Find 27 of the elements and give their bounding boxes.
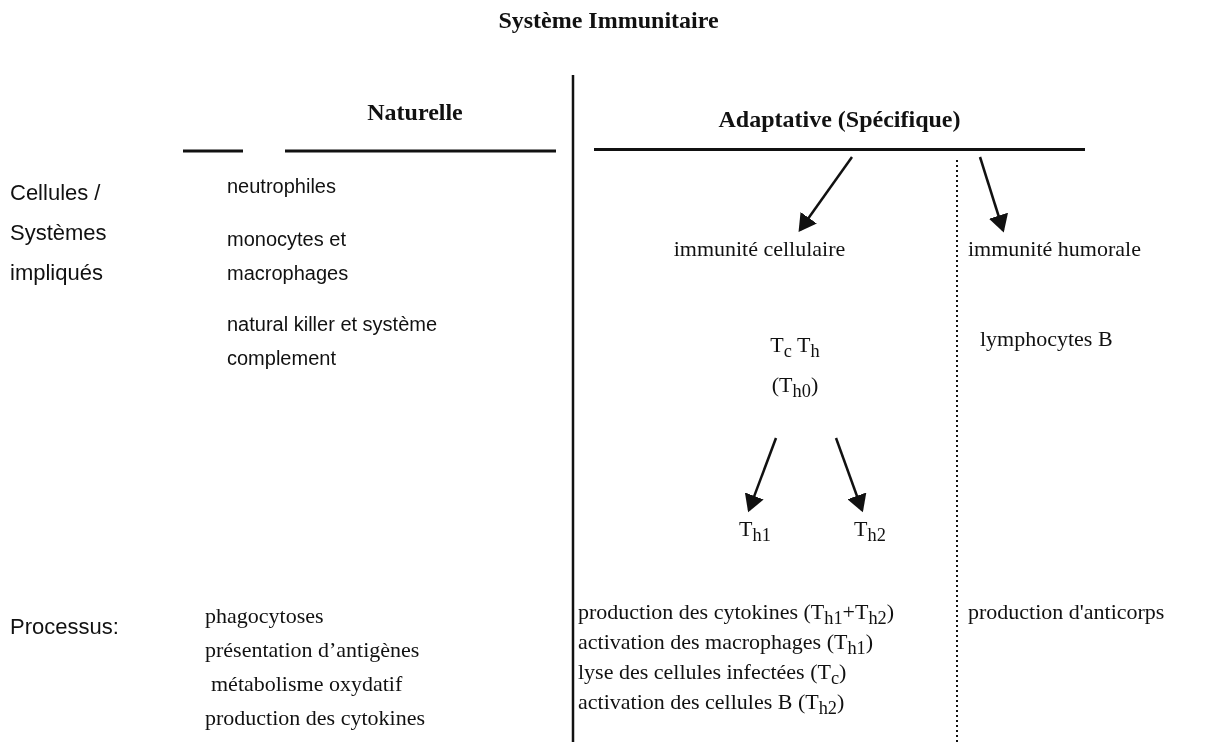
cell-type-label: T$_{h1}$: [725, 514, 785, 546]
diagram-title: Système Immunitaire: [497, 6, 720, 35]
list-item: natural killer et système complement: [227, 312, 439, 371]
arrow: [798, 156, 853, 233]
list-item: présentation d’antigènes: [205, 636, 421, 664]
list-item: métabolisme oxydatif: [211, 670, 404, 698]
row-heading: Processus:: [10, 613, 120, 641]
list-item: monocytes et macrophages: [227, 227, 350, 286]
list-item: production des cytokines (T$_{h1}$+T$_{h2}$): [578, 598, 896, 631]
category-label: immunité humorale: [968, 234, 1188, 266]
list-item: lymphocytes B: [980, 325, 1114, 353]
arrow: [834, 437, 867, 513]
cell-type-label: T$_{h2}$: [840, 514, 900, 546]
list-item: production d'anticorps: [968, 598, 1166, 626]
category-label: immunité cellulaire: [652, 234, 867, 266]
list-item: phagocytoses: [205, 602, 325, 630]
column-heading: Adaptative (Spécifique): [594, 100, 1085, 151]
list-item: activation des cellules B (T$_{h2}$): [578, 688, 846, 721]
list-item: activation des macrophages (T$_{h1}$): [578, 628, 875, 661]
cell-type-label: T$_{c}$ T$_{h}$ (T$_{h0}$): [760, 328, 830, 432]
row-heading: Cellules / Systèmes impliqués: [10, 179, 108, 287]
arrow: [744, 437, 778, 513]
list-item: neutrophiles: [227, 174, 337, 199]
list-item: lyse des cellules infectées (T$_{c}$): [578, 658, 848, 691]
arrow: [978, 156, 1009, 233]
column-heading: Naturelle: [366, 98, 464, 127]
list-item: production des cytokines: [205, 704, 426, 732]
